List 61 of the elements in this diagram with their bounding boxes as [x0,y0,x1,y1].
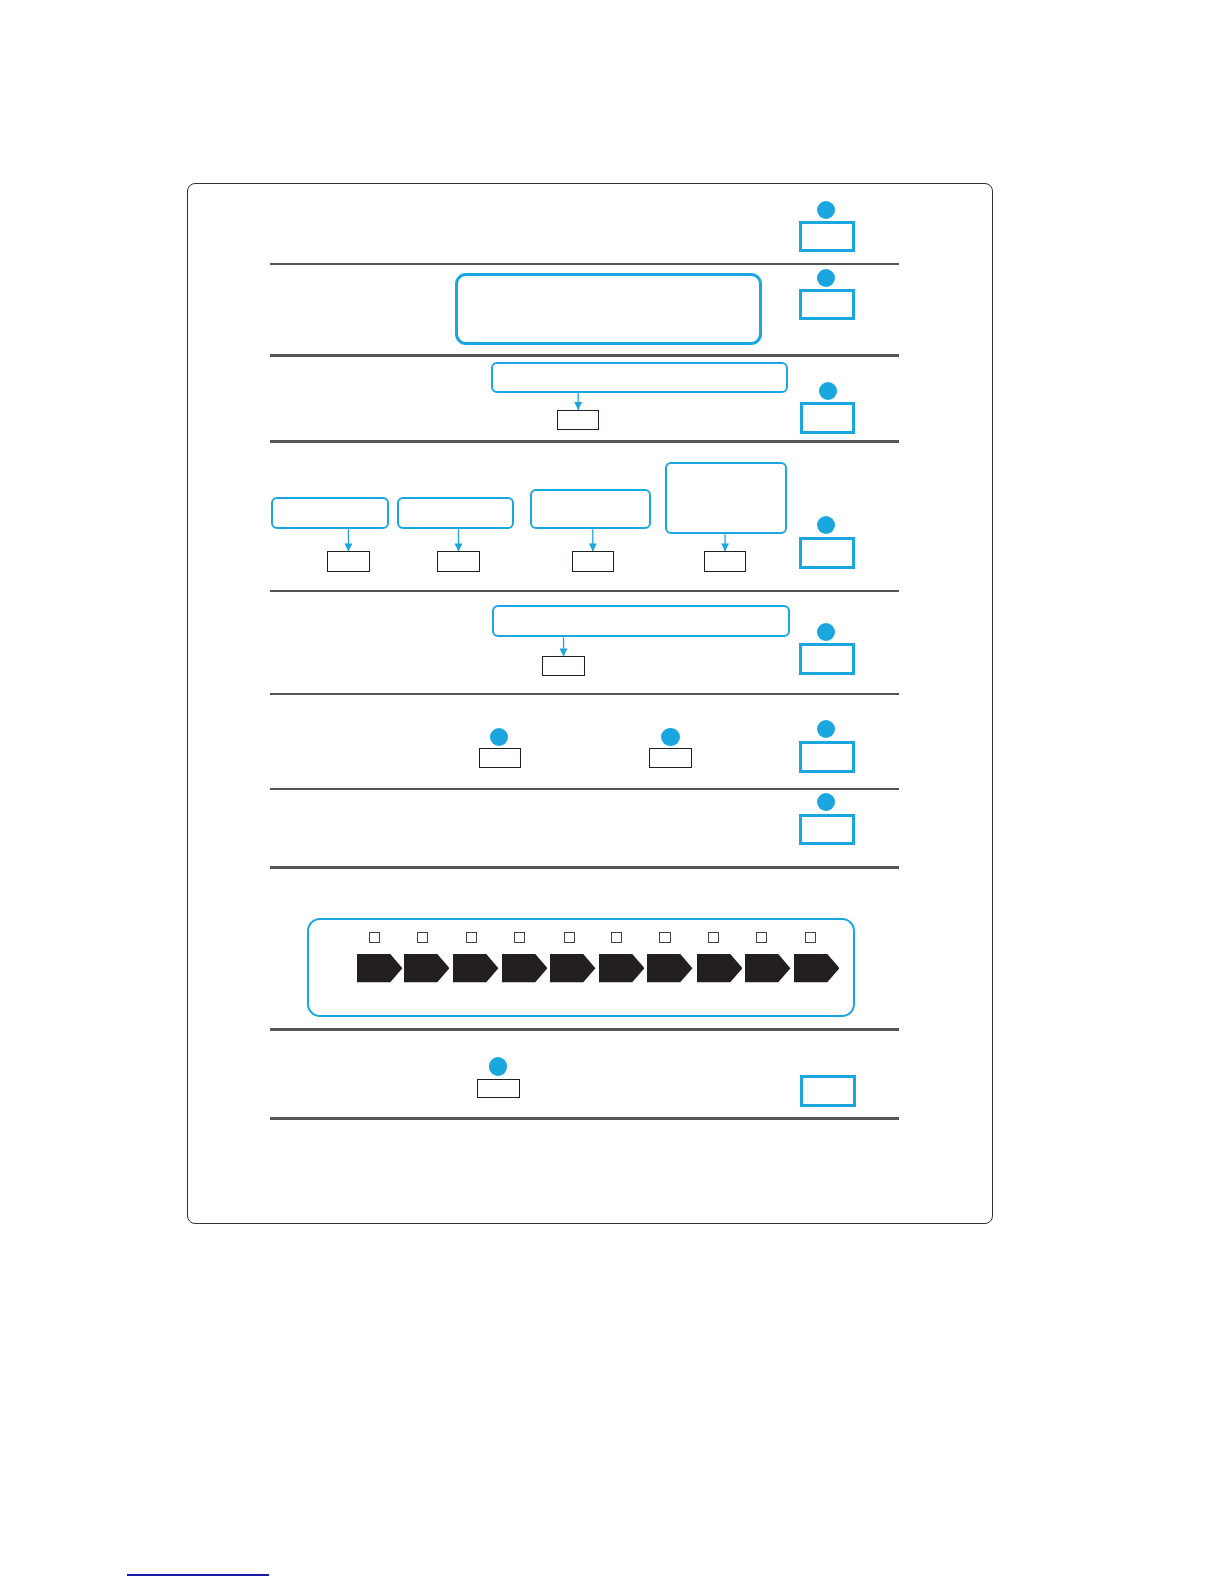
dot-icon [817,720,836,739]
outlined-box [799,1074,857,1107]
square-icon [659,932,671,944]
outlined-box [798,643,856,675]
small-box [327,551,370,572]
rounded-box [270,496,389,530]
chevron-icon [598,954,645,983]
dot-icon [817,200,836,220]
dot-icon [819,381,838,400]
arrow [454,528,463,553]
dot-icon [489,728,508,747]
rounded-box [396,496,515,530]
dot-icon [817,623,836,642]
small-box [703,551,747,572]
small-box [478,748,522,768]
small-box [476,1078,521,1098]
square-icon [563,932,575,944]
arrow [588,528,597,553]
rounded-box [664,461,787,535]
dot-icon [661,728,680,747]
square-icon [514,932,526,944]
arrow [721,533,730,553]
square-icon [610,932,623,944]
square-icon [465,932,477,944]
square-icon [368,932,380,944]
chevron-icon [550,954,596,983]
rounded-box [455,272,763,346]
dot-icon [488,1057,507,1076]
square-icon [804,932,816,944]
small-box [571,551,614,572]
rounded-box [491,604,790,638]
arrow [574,392,583,411]
square-icon [417,932,429,944]
rounded-box [490,361,788,393]
arrow [559,636,568,658]
outlined-box [799,401,856,435]
small-box [649,748,692,768]
outlined-box [798,221,856,253]
dot-icon [817,792,836,811]
chevron-icon [357,954,403,983]
arrow [344,528,353,553]
dot-icon [817,268,836,287]
dot-icon [817,516,836,535]
chevron-icon [453,954,499,983]
chevron-icon [647,954,693,983]
small-box [557,410,599,431]
outlined-box [798,813,856,846]
chevron-icon [501,954,548,983]
chevron-icon [696,954,743,983]
small-box [542,656,585,676]
square-icon [756,932,768,944]
rounded-panel [307,918,856,1017]
outlined-box [798,288,856,321]
square-icon [707,932,719,944]
small-box [437,551,480,572]
rounded-box [530,488,652,530]
chevron-icon [745,954,791,983]
outlined-box [798,741,856,773]
chevron-icon [793,954,840,983]
chevron-icon [403,954,450,983]
outlined-box [798,537,856,569]
